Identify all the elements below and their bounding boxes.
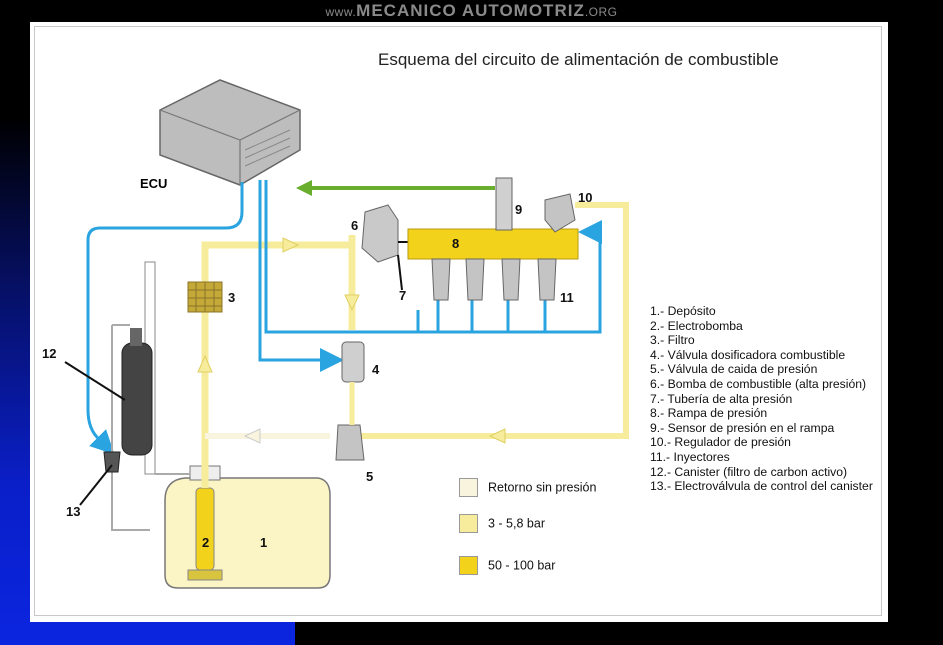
low-pressure-arrow-up bbox=[197, 354, 213, 373]
legend-label: 50 - 100 bar bbox=[488, 558, 556, 573]
legend-swatch bbox=[459, 514, 478, 533]
label-7: 7 bbox=[399, 288, 407, 303]
part-item: 11.- Inyectores bbox=[650, 449, 730, 464]
fuel-rail bbox=[407, 228, 579, 260]
ecu-unit bbox=[159, 79, 301, 186]
pressure-drop-valve bbox=[335, 424, 365, 461]
diagram-title: Esquema del circuito de alimentación de … bbox=[378, 50, 779, 69]
label-2: 2 bbox=[202, 535, 210, 550]
legend-label: 3 - 5,8 bar bbox=[488, 516, 545, 531]
label-5: 5 bbox=[366, 469, 374, 484]
part-item: 10.- Regulador de presión bbox=[650, 435, 791, 450]
ecu-line-3 bbox=[264, 180, 602, 334]
label-13: 13 bbox=[66, 504, 81, 519]
part-item: 5.- Válvula de caida de presión bbox=[650, 362, 818, 377]
ecu-line-2 bbox=[258, 180, 344, 372]
high-pressure-pump bbox=[361, 204, 399, 263]
low-pressure-arrow-right bbox=[282, 237, 300, 253]
legend-low-pressure: 3 - 5,8 bar bbox=[459, 514, 545, 533]
part-item: 1.- Depósito bbox=[650, 304, 716, 318]
legend-high-pressure: 50 - 100 bar bbox=[459, 556, 555, 575]
canister bbox=[121, 342, 153, 456]
part-item: 8.- Rampa de presión bbox=[650, 406, 768, 421]
metering-valve bbox=[341, 341, 365, 383]
pump-base bbox=[187, 569, 223, 581]
background-bottom bbox=[295, 622, 943, 645]
part-item: 12.- Canister (filtro de carbon activo) bbox=[650, 464, 848, 479]
watermark-suffix: .ORG bbox=[584, 5, 618, 19]
low-pressure-arrow-down bbox=[344, 294, 360, 312]
pressure-sensor bbox=[495, 177, 513, 231]
part-item: 6.- Bomba de combustible (alta presión) bbox=[650, 376, 867, 391]
part-item: 9.- Sensor de presión en el rampa bbox=[650, 420, 835, 435]
ecu-label: ECU bbox=[140, 176, 168, 191]
label-10: 10 bbox=[578, 190, 593, 205]
label-8: 8 bbox=[452, 236, 460, 251]
legend-return: Retorno sin presión bbox=[459, 478, 596, 497]
label-6: 6 bbox=[351, 218, 359, 233]
parts-list: 1.- Depósito 2.- Electrobomba 3.- Filtro… bbox=[650, 304, 880, 494]
watermark-brand: MECANICO AUTOMOTRIZ bbox=[356, 1, 585, 20]
part-item: 7.- Tubería de alta presión bbox=[650, 391, 793, 406]
part-item: 3.- Filtro bbox=[650, 333, 695, 348]
watermark-prefix: www. bbox=[325, 5, 357, 19]
label-1: 1 bbox=[260, 535, 268, 550]
ecu-line-1 bbox=[86, 182, 244, 442]
legend-swatch bbox=[459, 556, 478, 575]
legend-swatch bbox=[459, 478, 478, 497]
legend-label: Retorno sin presión bbox=[488, 480, 597, 495]
label-11: 11 bbox=[560, 290, 574, 305]
electric-pump bbox=[195, 487, 215, 571]
injectors bbox=[431, 258, 557, 301]
part-item: 4.- Válvula dosificadora combustible bbox=[650, 347, 846, 362]
label-9: 9 bbox=[515, 202, 523, 217]
part-item: 2.- Electrobomba bbox=[650, 318, 743, 333]
label-12: 12 bbox=[42, 346, 57, 361]
canister-solenoid bbox=[103, 451, 121, 473]
label-4: 4 bbox=[372, 362, 380, 377]
pressure-regulator bbox=[544, 193, 576, 233]
watermark: www.MECANICO AUTOMOTRIZ.ORG bbox=[0, 0, 943, 22]
label-3: 3 bbox=[228, 290, 236, 305]
part-item: 13.- Electroválvula de control del canis… bbox=[650, 479, 873, 494]
